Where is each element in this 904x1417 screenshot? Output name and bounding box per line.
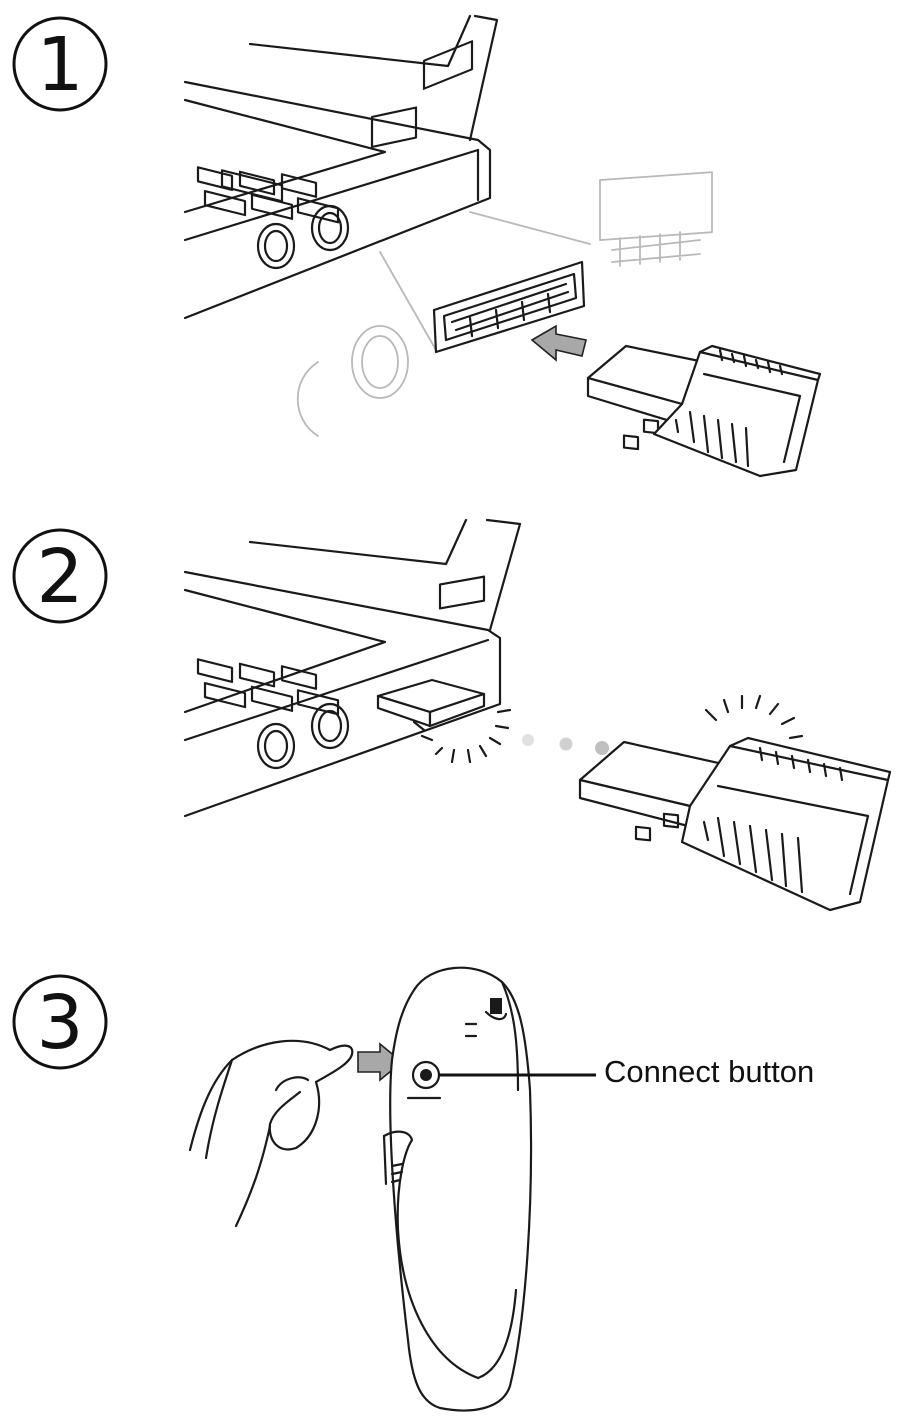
usb-receiver — [586, 344, 822, 478]
svg-text:1: 1 — [36, 22, 83, 108]
step-2-illustration — [183, 518, 892, 912]
connect-button-graphic — [406, 1060, 442, 1100]
step-2: 2 — [0, 490, 904, 930]
step-1-illustration — [183, 14, 822, 478]
laptop-screen — [248, 518, 522, 632]
insert-arrow — [530, 324, 587, 362]
step-3: 3 — [0, 940, 904, 1417]
keyboard — [183, 98, 387, 224]
svg-text:2: 2 — [36, 534, 83, 620]
audio-jacks — [256, 702, 350, 770]
step-3-badge: 3 — [12, 974, 108, 1070]
connect-button-label: Connect button — [604, 1054, 815, 1089]
signal-glow-left — [412, 708, 512, 764]
usb-receiver — [578, 736, 892, 912]
enlarged-usb-port — [432, 260, 586, 354]
svg-text:3: 3 — [36, 980, 83, 1066]
usb-ports — [370, 40, 474, 149]
remote-device — [382, 966, 533, 1412]
laptop-base — [183, 570, 502, 818]
laptop-base — [183, 80, 492, 320]
step-1: 1 — [0, 0, 904, 480]
zoom-guide-lines — [296, 171, 713, 437]
laptop-screen — [248, 14, 499, 142]
step-2-badge: 2 — [12, 528, 108, 624]
audio-jacks — [256, 204, 350, 270]
step-1-badge: 1 — [12, 16, 108, 112]
plugged-receiver — [376, 575, 486, 728]
keyboard — [183, 588, 387, 716]
hand — [188, 1039, 354, 1228]
step-3-illustration — [188, 966, 596, 1412]
